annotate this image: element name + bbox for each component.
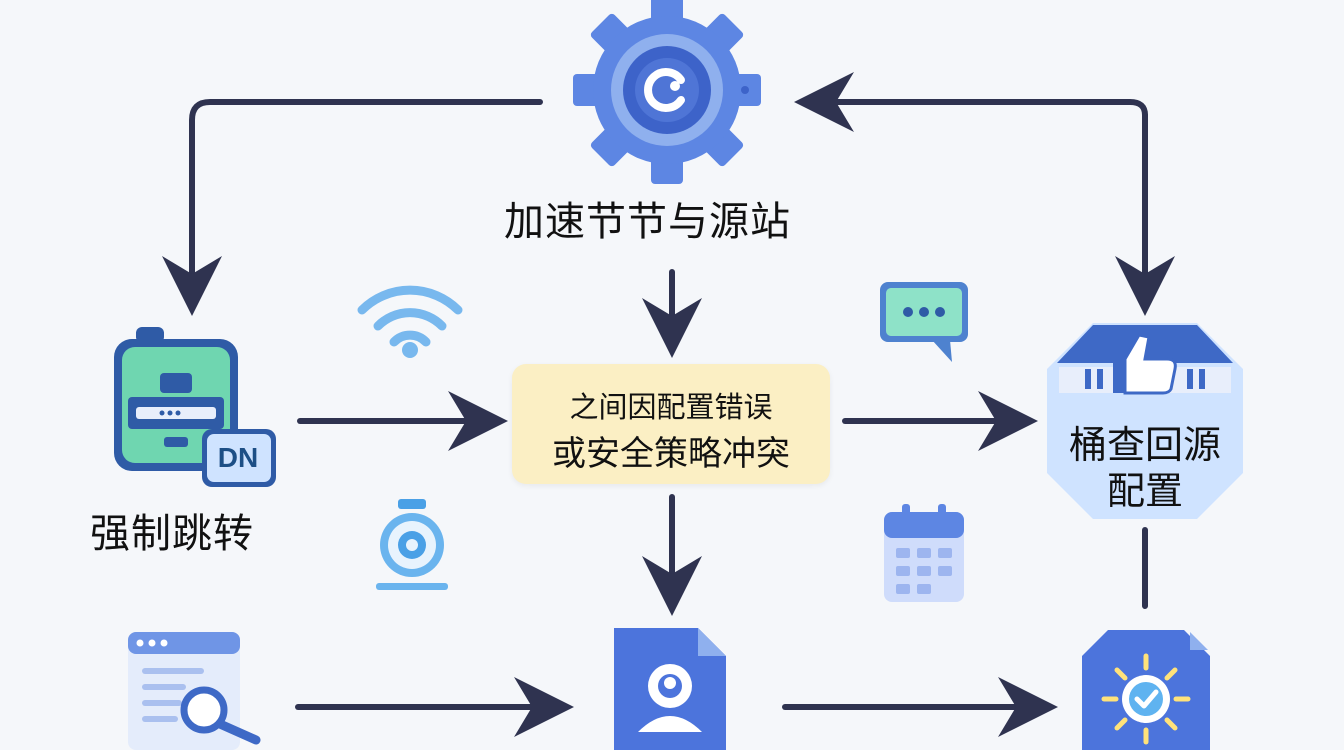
- right-node-line2: 配置: [1106, 469, 1183, 513]
- verified-badge-icon: [1082, 630, 1210, 750]
- wifi-icon: [357, 285, 463, 358]
- diagram-title: 加速节节与源站: [504, 199, 791, 245]
- right-node-line1: 桶查回源: [1068, 423, 1221, 467]
- arrow-right-to-gear: [794, 72, 1148, 132]
- user-document-icon: [614, 628, 726, 750]
- device-icon: [114, 327, 276, 487]
- center-node-box: 之间因配置错误 或安全策略冲突: [512, 364, 830, 484]
- connectors: [162, 72, 1175, 737]
- arrow-gear-to-left: [162, 99, 543, 316]
- chat-icon: [880, 282, 968, 362]
- device-badge-text: DN: [217, 442, 259, 473]
- stopwatch-icon: [376, 499, 448, 590]
- gear-icon: [573, 0, 761, 184]
- search-window-icon: [128, 632, 261, 750]
- thumbs-up-icon: [1047, 323, 1243, 519]
- calendar-icon: [884, 504, 964, 602]
- center-node-line2: 或安全策略冲突: [552, 434, 790, 474]
- center-node-line1: 之间因配置错误: [569, 390, 773, 424]
- left-node-label: 强制跳转: [90, 511, 254, 557]
